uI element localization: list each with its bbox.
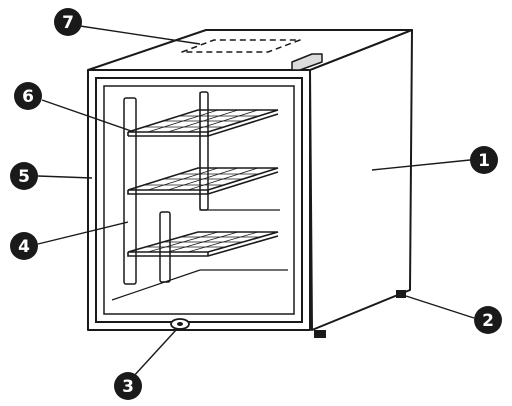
leader-line-7 xyxy=(79,25,201,45)
wire-shelves xyxy=(127,109,279,257)
callout-number: 7 xyxy=(62,13,74,33)
callout-marker-4: 4 xyxy=(10,232,38,260)
leader-line-3 xyxy=(131,329,177,379)
leveling-foot xyxy=(314,330,326,338)
leveling-feet xyxy=(314,290,406,338)
cabinet-front xyxy=(87,69,311,331)
callout-number: 6 xyxy=(22,87,34,107)
cabinet-side-panel xyxy=(309,29,413,331)
door-lock xyxy=(170,318,190,330)
callout-marker-3: 3 xyxy=(114,372,142,400)
leader-line-5 xyxy=(37,175,93,179)
leader-line-6 xyxy=(41,99,135,133)
glass-door xyxy=(95,77,303,323)
leader-line-2 xyxy=(405,295,475,319)
wire-shelf xyxy=(127,167,279,195)
interior-floor-line xyxy=(111,269,201,301)
callout-number: 2 xyxy=(482,311,494,331)
door-outer xyxy=(95,77,303,323)
wire-shelf xyxy=(127,231,279,257)
leader-line-4 xyxy=(37,221,129,245)
wire-shelf xyxy=(127,109,279,137)
cabinet xyxy=(87,29,413,331)
callout-marker-5: 5 xyxy=(10,162,38,190)
callout-marker-1: 1 xyxy=(470,146,498,174)
callout-number: 5 xyxy=(18,167,30,187)
callout-marker-7: 7 xyxy=(54,8,82,36)
interior-rail-right xyxy=(199,91,209,211)
door-glass xyxy=(103,85,295,315)
callout-marker-6: 6 xyxy=(14,82,42,110)
leveling-foot-back xyxy=(396,290,406,298)
leader-lines xyxy=(37,25,475,379)
callout-marker-2: 2 xyxy=(474,306,502,334)
callout-number: 3 xyxy=(122,377,134,397)
leader-line-1 xyxy=(371,159,471,171)
callout-number: 1 xyxy=(478,151,490,171)
callout-number: 4 xyxy=(18,237,30,257)
top-vent xyxy=(181,39,301,53)
hinge-block xyxy=(291,53,323,71)
